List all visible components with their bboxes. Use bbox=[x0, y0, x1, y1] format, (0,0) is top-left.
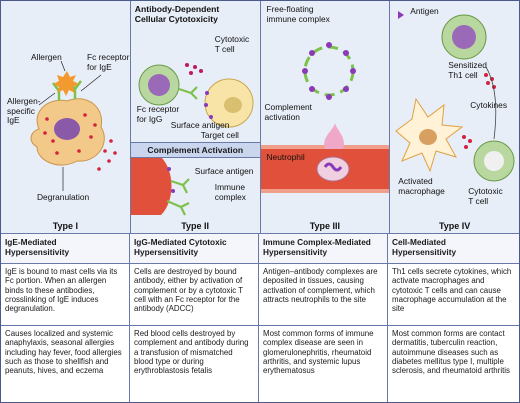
panel-type-1: Allergen Fc receptor for IgE Allergen- s… bbox=[1, 1, 131, 233]
granules-icon bbox=[43, 113, 117, 171]
red-blood-cell-icon bbox=[130, 157, 172, 215]
panel-type-4: Antigen Sensitized Th1 cell Cytokines Ac… bbox=[390, 1, 519, 233]
description-table: IgE-Mediated Hypersensitivity IgG-Mediat… bbox=[1, 233, 519, 402]
panel-type-3: Free-floating immune complex Complement … bbox=[260, 1, 391, 233]
label-cytotoxic-t-cell: Cytotoxic T cell bbox=[214, 34, 250, 54]
surface-antigen-icon bbox=[203, 91, 213, 119]
label-complement-activation: Complement activation bbox=[264, 102, 312, 122]
mechanism-type-4: Th1 cells secrete cytokines, which activ… bbox=[388, 263, 519, 325]
mast-cell-nucleus-icon bbox=[54, 118, 80, 140]
complement-deposit-icon bbox=[323, 123, 344, 149]
title-adcc: Antibody-Dependent Cellular Cytotoxicity bbox=[134, 4, 220, 24]
immune-complex-icon bbox=[166, 178, 190, 216]
header-type-2: IgG-Mediated Cytotoxic Hypersensitivity bbox=[130, 233, 259, 263]
label-allergen-specific-ige: Allergen- specific IgE bbox=[7, 96, 41, 126]
type-label-1: Type I bbox=[52, 221, 79, 231]
label-cytokines: Cytokines bbox=[470, 100, 508, 110]
label-target-cell: Target cell bbox=[200, 130, 239, 140]
label-surface-antigen: Surface antigen bbox=[194, 166, 254, 176]
header-type-4: Cell-Mediated Hypersensitivity bbox=[388, 233, 519, 263]
mechanism-type-2: Cells are destroyed by bound antibody, e… bbox=[130, 263, 259, 325]
mechanism-type-3: Antigen–antibody complexes are deposited… bbox=[259, 263, 388, 325]
antigen-cluster-icon bbox=[301, 42, 356, 100]
label-allergen: Allergen bbox=[31, 52, 62, 62]
type-label-4: Type IV bbox=[438, 221, 471, 231]
type2-illustration bbox=[130, 63, 254, 216]
label-antigen: Antigen bbox=[410, 6, 439, 16]
label-fc-receptor-ige: Fc receptor for IgE bbox=[87, 52, 130, 72]
examples-type-3: Most common forms of immune complex dise… bbox=[259, 325, 388, 402]
type1-illustration bbox=[30, 60, 117, 191]
igg-antibody-icon bbox=[178, 86, 198, 100]
label-immune-complex: Immune complex bbox=[214, 182, 246, 202]
label-degranulation: Degranulation bbox=[37, 192, 90, 202]
cytotoxic-granules-icon bbox=[184, 63, 203, 75]
label-activated-macrophage: Activated macrophage bbox=[398, 176, 445, 196]
antigen-icon bbox=[398, 11, 405, 19]
panel-type-2: Antibody-Dependent Cellular Cytotoxicity… bbox=[130, 1, 261, 233]
type3-illustration bbox=[260, 42, 390, 193]
complement-activation-band: Complement Activation bbox=[130, 142, 260, 158]
cytokines-icon bbox=[462, 73, 497, 149]
header-type-3: Immune Complex-Mediated Hypersensitivity bbox=[259, 233, 388, 263]
type4-illustration bbox=[395, 11, 515, 182]
illustration-row: Allergen Fc receptor for IgE Allergen- s… bbox=[1, 1, 519, 233]
label-fc-receptor-igg: Fc receptor for IgG bbox=[136, 104, 180, 124]
label-cytotoxic-t-cell-iv: Cytotoxic T cell bbox=[468, 186, 503, 206]
label-free-floating: Free-floating immune complex bbox=[266, 4, 330, 24]
examples-type-2: Red blood cells destroyed by complement … bbox=[130, 325, 259, 402]
label-surface-antigen-top: Surface antigen bbox=[170, 120, 230, 130]
mechanism-type-1: IgE is bound to mast cells via its Fc po… bbox=[1, 263, 130, 325]
label-sensitized-th1: Sensitized Th1 cell bbox=[448, 60, 487, 80]
examples-type-1: Causes localized and systemic anaphylaxi… bbox=[1, 325, 130, 402]
type-label-3: Type III bbox=[309, 221, 341, 231]
label-neutrophil: Neutrophil bbox=[266, 152, 305, 162]
type-label-2: Type II bbox=[181, 221, 210, 231]
header-type-1: IgE-Mediated Hypersensitivity bbox=[1, 233, 130, 263]
allergen-icon bbox=[53, 71, 79, 96]
examples-type-4: Most common forms are contact dermatitis… bbox=[388, 325, 519, 402]
